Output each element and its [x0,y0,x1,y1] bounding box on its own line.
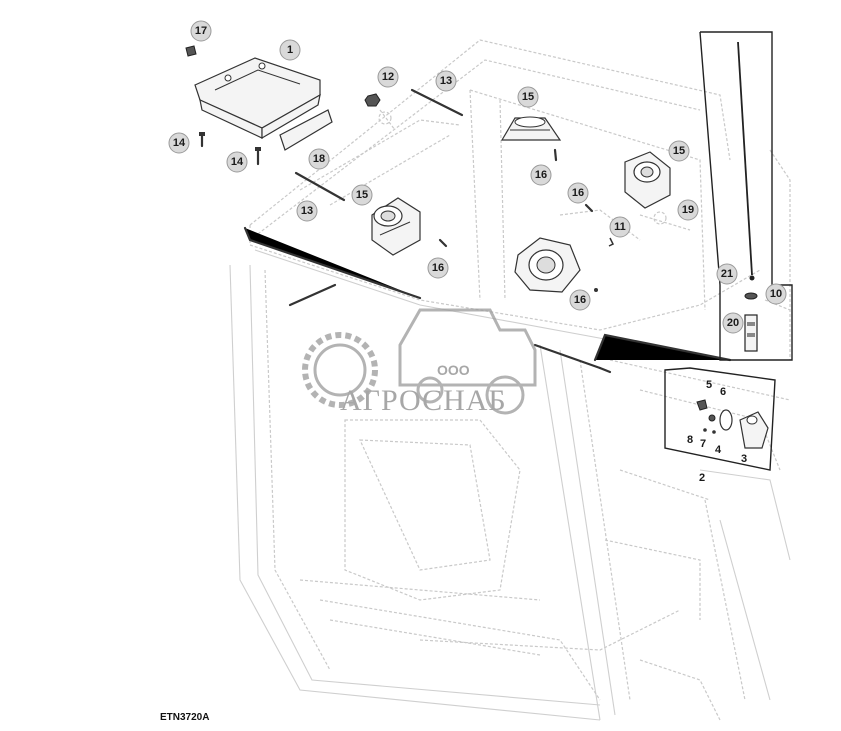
watermark-prefix: ООО [437,362,470,378]
svg-text:16: 16 [574,294,586,306]
callout-15-left: 15 [351,184,373,206]
svg-text:13: 13 [440,75,452,87]
label-3: 3 [741,453,747,465]
label-8: 8 [687,434,693,446]
svg-text:16: 16 [535,169,547,181]
svg-text:1: 1 [287,44,293,56]
watermark-logo: ООО АГРОСНАБ [302,308,537,417]
speaker-screws [438,148,598,292]
screw-parts [199,132,261,166]
speaker-right [624,151,671,209]
label-7: 7 [700,438,706,450]
callout-14-mid: 14 [226,151,248,173]
overhead-tray [194,57,321,140]
svg-text:16: 16 [572,187,584,199]
clip-small [608,237,615,247]
svg-text:12: 12 [382,71,394,83]
antenna-mount-box [664,367,776,471]
callout-1: 1 [279,39,301,61]
callout-16-center: 16 [569,289,591,311]
speaker-rear-top [500,116,562,141]
callout-10: 10 [765,283,787,305]
clip-part [185,45,197,57]
svg-text:14: 14 [231,156,244,168]
callout-20: 20 [722,312,744,334]
callout-21: 21 [716,263,738,285]
callout-16-right: 16 [567,182,589,204]
cab-frame [229,39,791,721]
callout-14-left: 14 [168,132,190,154]
callout-15-rear: 15 [517,86,539,108]
trim-panel [279,109,333,151]
svg-text:21: 21 [721,268,733,280]
svg-text:14: 14 [173,137,186,149]
callout-16-left: 16 [427,257,449,279]
callout-13-left: 13 [296,200,318,222]
svg-text:15: 15 [356,189,368,201]
antenna-box [699,31,793,361]
svg-text:13: 13 [301,205,313,217]
nut-part [364,93,381,107]
label-2: 2 [699,472,705,484]
svg-text:18: 18 [313,153,325,165]
svg-text:17: 17 [195,25,207,37]
label-4: 4 [715,444,722,456]
callout-15-right: 15 [668,140,690,162]
label-6: 6 [720,386,726,398]
figure-reference-code: ETN3720A [160,712,210,723]
svg-text:19: 19 [682,204,694,216]
watermark-brand: АГРОСНАБ [340,384,507,417]
rod-parts [294,88,464,202]
callout-19: 19 [677,199,699,221]
harness-wire [243,226,732,374]
callout-13-top: 13 [435,70,457,92]
svg-text:15: 15 [673,145,685,157]
svg-text:15: 15 [522,91,534,103]
speaker-center [514,237,581,293]
callout-16-rear: 16 [530,164,552,186]
speaker-left [371,197,421,256]
svg-text:10: 10 [770,288,782,300]
callout-12: 12 [377,66,399,88]
svg-text:20: 20 [727,317,739,329]
svg-text:11: 11 [614,221,626,233]
callout-18: 18 [308,148,330,170]
svg-text:16: 16 [432,262,444,274]
callout-17: 17 [190,20,212,42]
callout-11: 11 [609,216,631,238]
label-5: 5 [706,379,712,391]
